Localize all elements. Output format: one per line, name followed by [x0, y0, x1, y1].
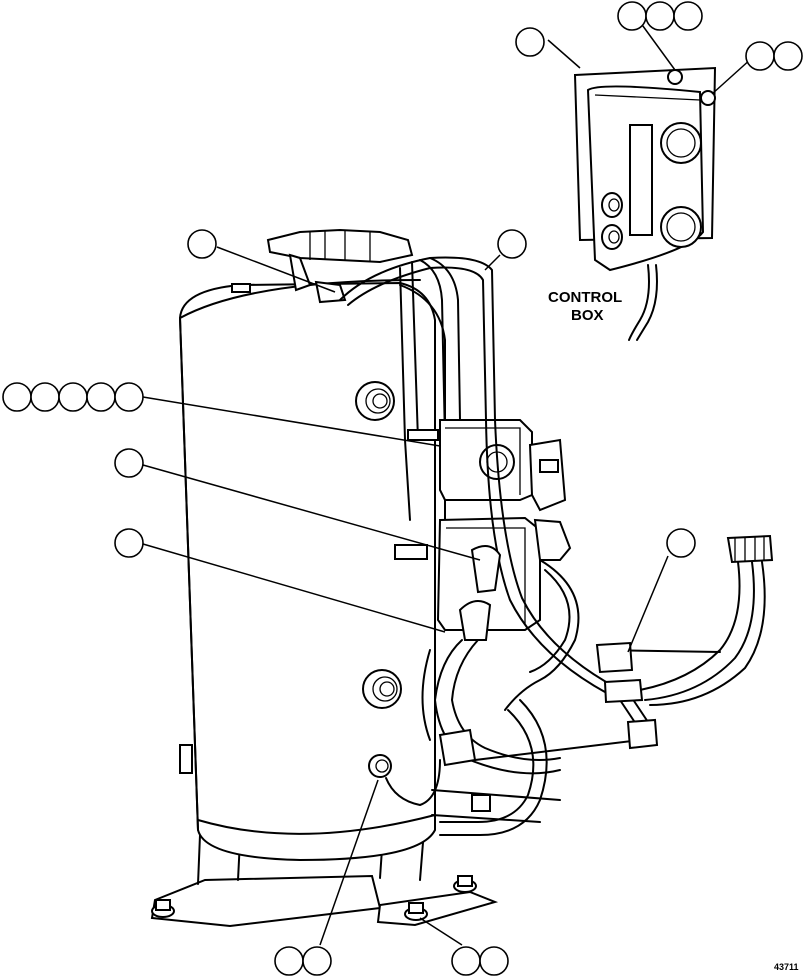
callout-bubble [645, 1, 675, 31]
callout-bubble [86, 382, 116, 412]
control-box-label-line2: BOX [571, 307, 604, 324]
tank-body [178, 281, 436, 862]
callout-bubble [666, 528, 696, 558]
callout-bubble [773, 41, 803, 71]
callout-bubble [451, 946, 481, 976]
foot-bolt-right [453, 875, 477, 893]
callout-bubble [114, 382, 144, 412]
callout-bubble [745, 41, 775, 71]
callout-bubble [673, 1, 703, 31]
callout-bubble [274, 946, 304, 976]
bottom-valve [438, 728, 477, 767]
hose-valve-upper [595, 641, 634, 674]
callout-bubble [30, 382, 60, 412]
callout-bubble [302, 946, 332, 976]
mounting-foot-left [150, 874, 382, 928]
callout-bubble [58, 382, 88, 412]
hose-assembly [595, 534, 774, 706]
control-box-mount-screw-right [700, 90, 716, 106]
callout-bubble [114, 528, 144, 558]
control-box-window [629, 124, 653, 236]
control-box-label-line1: CONTROL [548, 289, 622, 306]
leader-lines [142, 21, 753, 946]
pipe-clamp-bottom [471, 794, 491, 812]
control-box-mount-screw [667, 69, 683, 85]
right-fitting [626, 718, 659, 750]
callout-bubble [2, 382, 32, 412]
callout-bubble [479, 946, 509, 976]
control-box-knob-lower [660, 206, 702, 248]
callout-bubble [187, 229, 217, 259]
callout-bubble [114, 448, 144, 478]
top-fitting [231, 283, 251, 293]
control-box-switch-upper [601, 192, 623, 218]
foot-bolt-left [151, 899, 175, 918]
hose-connector [726, 534, 774, 564]
foot-bolt-front [404, 902, 428, 921]
side-port [179, 744, 193, 774]
callout-bubble [617, 1, 647, 31]
elbow-fitting-lower [458, 600, 492, 641]
pipe-clamp-upper [407, 429, 439, 441]
control-box-knob-upper [660, 122, 702, 164]
pipe-clamp-middle [394, 544, 428, 560]
drain-fitting [368, 754, 392, 778]
control-box-switch-lower [601, 224, 623, 250]
callout-bubble [515, 27, 545, 57]
hose-valve-lower [603, 678, 644, 704]
control-box: CONTROL BOX [548, 66, 717, 341]
mounting-foot-right [376, 890, 499, 927]
callout-bubble [497, 229, 527, 259]
elbow-fitting-upper [470, 545, 502, 594]
sight-glass-lower [362, 669, 402, 709]
sight-glass-upper [355, 381, 395, 421]
figure-number: 43711 [774, 962, 799, 972]
piping [266, 228, 659, 836]
